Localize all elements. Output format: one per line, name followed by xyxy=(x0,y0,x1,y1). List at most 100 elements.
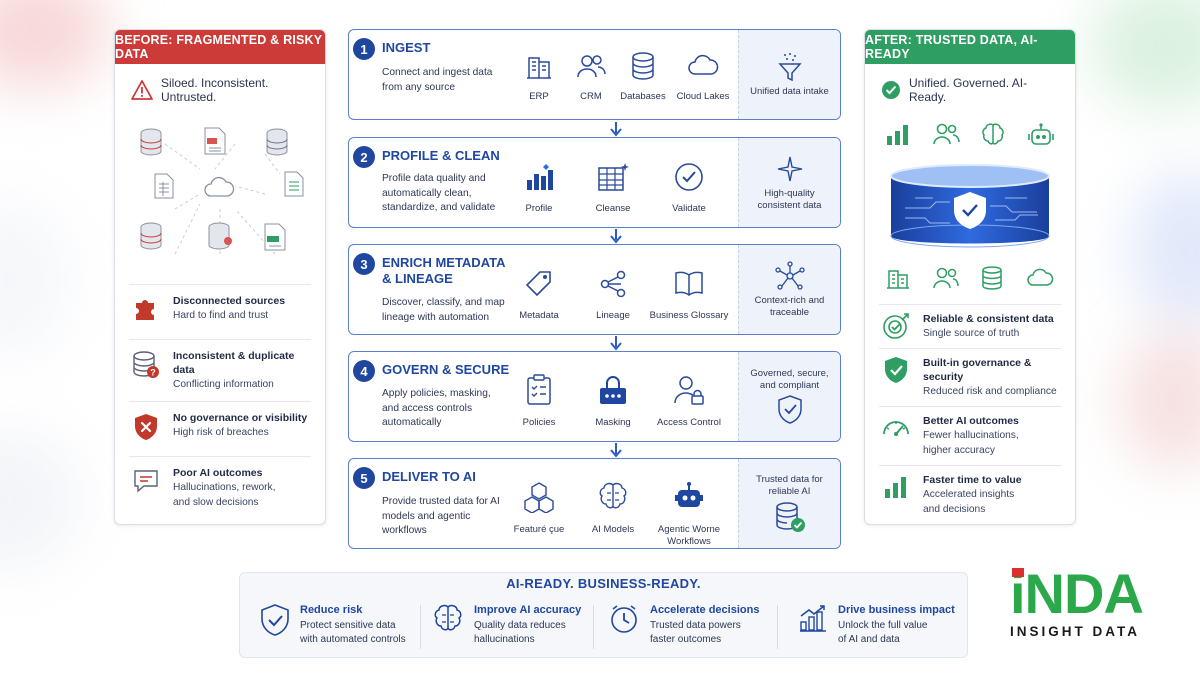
result-label: Trusted data for reliable AI xyxy=(756,474,823,497)
cloud-icon xyxy=(688,54,719,75)
spreadsheet-icon xyxy=(284,171,304,197)
warning-icon xyxy=(131,80,153,100)
puzzle-icon xyxy=(136,300,154,320)
document-icon xyxy=(204,127,226,155)
divider xyxy=(777,605,778,649)
tool-business-glossary: Business Glossary xyxy=(649,269,729,322)
csv-file-icon xyxy=(264,223,286,251)
step-desc: Provide trusted data for AI models and a… xyxy=(382,496,500,536)
step-title: DELIVER TO AI xyxy=(382,469,476,484)
benefit-desc: Reduced risk and compliance xyxy=(923,386,1057,397)
step-profile-clean: 2 PROFILE & CLEAN Profile data quality a… xyxy=(348,137,841,228)
tool-validate: Validate xyxy=(649,162,729,215)
brain-icon xyxy=(434,604,462,631)
users-icon xyxy=(577,55,606,78)
step-desc: Profile data quality and automatically c… xyxy=(382,173,496,213)
tool-label: Databases xyxy=(620,91,666,102)
benefit-title: Faster time to value xyxy=(923,474,1022,486)
step-title: GOVERN & SECURE xyxy=(382,362,510,377)
divider xyxy=(879,304,1061,305)
tool-masking: Masking xyxy=(573,374,653,429)
step-title: ENRICH METADATA & LINEAGE xyxy=(382,255,506,286)
before-header: BEFORE: FRAGMENTED & RISKY DATA xyxy=(115,30,325,64)
issue-title: Poor AI outcomes xyxy=(173,467,263,479)
step-result: Unified data intake xyxy=(738,30,840,119)
database-icon xyxy=(266,128,288,156)
step-tools: Profile Cleanse Validate xyxy=(499,138,739,227)
trusted-data-platform-icon xyxy=(890,164,1050,248)
issue-title: No governance or visibility xyxy=(173,412,308,424)
logo-dot xyxy=(1012,568,1024,577)
users-icon xyxy=(932,123,960,145)
after-tagline: Unified. Governed. AI-Ready. xyxy=(865,64,1075,104)
tool-cleanse: Cleanse xyxy=(573,162,653,215)
tool-label: Metadata xyxy=(519,310,559,321)
inda-logo: iNDA INSIGHT DATA xyxy=(1010,566,1170,642)
step-desc: Discover, classify, and map lineage with… xyxy=(382,297,505,323)
robot-icon xyxy=(675,482,703,507)
tool-erp: ERP xyxy=(499,52,579,103)
step-govern-secure: 4 GOVERN & SECURE Apply policies, maskin… xyxy=(348,351,841,442)
sparkle-icon xyxy=(777,156,802,182)
banner-item-desc: Protect sensitive data with automated co… xyxy=(300,620,406,645)
user-lock-icon xyxy=(674,376,704,405)
tool-label: Access Control xyxy=(657,417,721,428)
step-tools: Policies Masking Access Control xyxy=(499,352,739,441)
divider xyxy=(420,605,421,649)
tool-label: Lineage xyxy=(596,310,630,321)
step-result: High-quality consistent data xyxy=(738,138,840,227)
scattered-sources xyxy=(115,114,325,284)
step-desc: Connect and ingest data from any source xyxy=(382,67,493,93)
cloud-icon xyxy=(204,176,235,197)
source-icons xyxy=(865,266,1075,290)
banner-item-desc: Trusted data powers faster outcomes xyxy=(650,620,741,645)
cubes-icon xyxy=(524,482,554,514)
share-nodes-icon xyxy=(600,270,626,298)
result-label: Context-rich and traceable xyxy=(754,295,825,318)
tag-icon xyxy=(525,271,551,297)
database-check-icon xyxy=(775,502,805,532)
divider xyxy=(879,465,1061,466)
check-circle-icon xyxy=(882,81,900,99)
result-label: High-quality consistent data xyxy=(757,188,822,211)
step-tools: ERP CRM Databases Cloud Lakes xyxy=(499,30,739,119)
bar-chart-icon xyxy=(527,164,553,190)
database-icon xyxy=(632,52,654,80)
step-desc: Apply policies, masking, and access cont… xyxy=(382,388,491,428)
logo-word: iNDA xyxy=(1010,562,1144,625)
step-tools: Featuré çue AI Models Agentic Worne Work… xyxy=(499,459,739,548)
benefit-desc: Fewer hallucinations, higher accuracy xyxy=(923,430,1019,456)
database-icon xyxy=(982,266,1002,290)
step-enrich-metadata: 3 ENRICH METADATA & LINEAGE Discover, cl… xyxy=(348,244,841,335)
divider xyxy=(879,348,1061,349)
clipboard-check-icon xyxy=(527,374,551,405)
decor-blur xyxy=(0,0,110,90)
step-number: 3 xyxy=(353,253,375,275)
shield-check-icon xyxy=(261,604,289,636)
database-warning-icon: ? xyxy=(133,351,159,378)
decor-blur xyxy=(1120,330,1200,470)
tool-metadata: Metadata xyxy=(499,269,579,322)
banner-item-title: Accelerate decisions xyxy=(650,604,760,616)
banner-item-title: Drive business impact xyxy=(838,604,955,616)
arrow-down-icon xyxy=(610,336,622,351)
tool-label: Policies xyxy=(522,417,556,428)
tool-label: Cloud Lakes xyxy=(676,91,730,102)
tool-label: CRM xyxy=(580,91,602,102)
issue-desc: Hallucinations, rework, and slow decisio… xyxy=(173,482,276,508)
users-icon xyxy=(933,267,959,289)
tool-crm: CRM xyxy=(551,52,631,103)
step-ingest: 1 INGEST Connect and ingest data from an… xyxy=(348,29,841,120)
network-icon xyxy=(774,261,805,290)
issue-desc: Conflicting information xyxy=(173,379,274,390)
tool-label: AI Models xyxy=(591,524,635,535)
